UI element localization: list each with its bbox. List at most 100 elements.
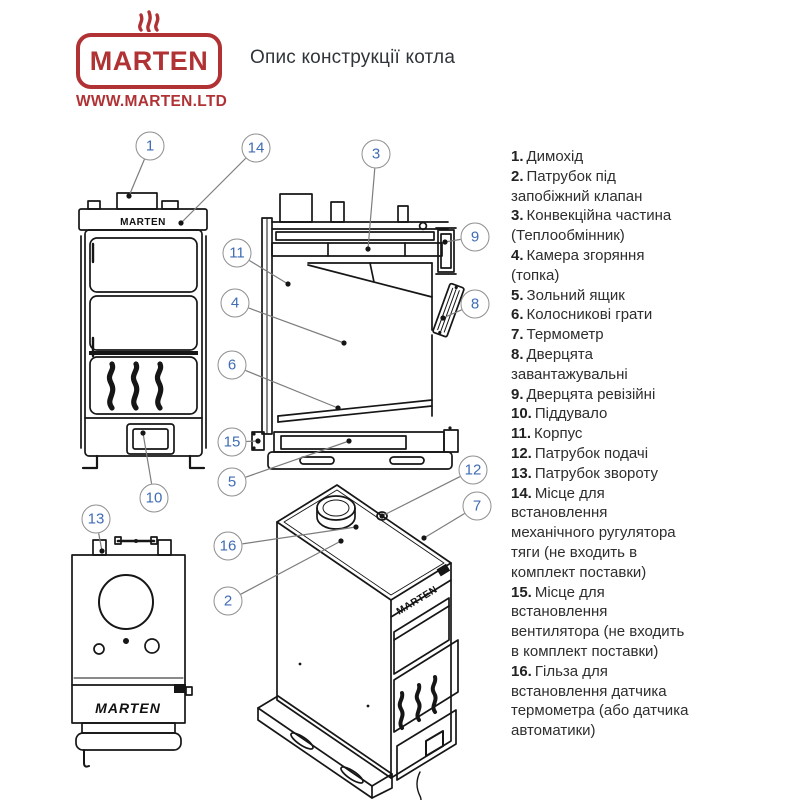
leader-line-9 bbox=[444, 238, 461, 243]
leader-line-10 bbox=[142, 432, 153, 484]
leader-dot-9 bbox=[442, 239, 448, 245]
callout-4: 4 bbox=[220, 288, 250, 318]
side-cutaway-drawing bbox=[251, 193, 465, 470]
boiler-body bbox=[84, 229, 203, 457]
callout-11: 11 bbox=[222, 238, 252, 268]
part-label: Конвекційна частина (Теплообмінник) bbox=[511, 207, 672, 245]
part-item: 2.Патрубок під запобіжний клапан bbox=[511, 167, 749, 207]
part-label: Термометр bbox=[526, 326, 604, 344]
perspective-brand-label: MARTEN bbox=[395, 584, 440, 617]
part-item: 11.Корпус bbox=[511, 424, 749, 444]
brand-name: MARTEN bbox=[89, 45, 209, 76]
part-item: 7.Термометр bbox=[511, 325, 749, 345]
page-title: Опис конструкції котла bbox=[250, 47, 456, 68]
part-item: 13.Патрубок звороту bbox=[511, 464, 749, 484]
callout-1: 1 bbox=[135, 131, 165, 161]
leader-dot-8 bbox=[440, 315, 446, 321]
leader-dot-2 bbox=[338, 538, 344, 544]
parts-list: 1.Димохід 2.Патрубок під запобіжний клап… bbox=[511, 147, 749, 741]
flame-icon bbox=[138, 10, 160, 32]
leader-line-4 bbox=[248, 307, 345, 344]
part-label: Димохід bbox=[526, 148, 584, 165]
part-item: 3.Конвекційна частина (Теплообмінник) bbox=[511, 206, 749, 246]
part-number: 4. bbox=[511, 246, 524, 264]
return-pipe-stub bbox=[92, 539, 107, 556]
rear-body bbox=[71, 554, 186, 724]
part-item: 8.Дверцята завантажувальні bbox=[511, 345, 749, 385]
leader-dot-5 bbox=[346, 438, 352, 444]
leader-dot-4 bbox=[341, 340, 347, 346]
part-item: 15.Місце для встановлення вентилятора (н… bbox=[511, 583, 749, 662]
part-number: 14. bbox=[511, 484, 532, 502]
leader-line-8 bbox=[442, 309, 462, 319]
part-item: 1.Димохід bbox=[511, 147, 749, 167]
leader-line-5 bbox=[245, 440, 350, 478]
front-view-brand-label: MARTEN bbox=[120, 217, 166, 228]
rear-view-brand-label: MARTEN bbox=[95, 700, 161, 716]
part-label: Патрубок звороту bbox=[534, 464, 658, 482]
part-number: 12. bbox=[511, 444, 532, 462]
callout-leader-lines bbox=[98, 157, 465, 595]
callout-13: 13 bbox=[81, 504, 111, 534]
leader-dot-1 bbox=[126, 193, 132, 199]
leader-dot-11 bbox=[285, 281, 291, 287]
leader-line-11 bbox=[249, 260, 289, 285]
chimney-stub bbox=[116, 192, 158, 210]
leader-line-1 bbox=[128, 159, 145, 197]
flame-cutouts-icon bbox=[106, 361, 164, 411]
flame-door bbox=[89, 356, 198, 415]
leader-dot-6 bbox=[335, 405, 341, 411]
part-number: 9. bbox=[511, 385, 524, 403]
part-item: 10.Піддувало bbox=[511, 404, 749, 424]
part-number: 10. bbox=[511, 405, 532, 423]
part-number: 2. bbox=[511, 167, 524, 185]
callout-16: 16 bbox=[213, 531, 243, 561]
part-item: 16.Гільза для встановлення датчика термо… bbox=[511, 662, 749, 741]
flue-outlet-circle bbox=[98, 574, 154, 630]
part-number: 1. bbox=[511, 148, 524, 165]
leader-dot-7 bbox=[421, 535, 427, 541]
leader-line-16 bbox=[242, 526, 357, 545]
part-label: Дверцята завантажувальні bbox=[511, 345, 628, 383]
part-label: Патрубок під запобіжний клапан bbox=[511, 167, 643, 205]
part-label: Піддувало bbox=[534, 405, 608, 423]
leader-line-14 bbox=[180, 157, 247, 224]
part-number: 7. bbox=[511, 326, 524, 344]
part-number: 16. bbox=[511, 662, 532, 680]
base-plate bbox=[267, 451, 453, 470]
part-number: 5. bbox=[511, 286, 524, 304]
part-number: 3. bbox=[511, 207, 524, 225]
part-label: Колосникові грати bbox=[526, 306, 653, 324]
part-number: 15. bbox=[511, 583, 532, 601]
top-face bbox=[276, 484, 452, 601]
callout-8: 8 bbox=[460, 289, 490, 319]
callout-12: 12 bbox=[458, 455, 488, 485]
logo-website: WWW.MARTEN.LTD bbox=[76, 93, 228, 110]
revision-door bbox=[437, 229, 455, 273]
callout-15: 15 bbox=[217, 427, 247, 457]
part-label: Патрубок подачі bbox=[534, 444, 649, 462]
part-label: Зольний ящик bbox=[526, 286, 625, 304]
leader-line-6 bbox=[245, 369, 339, 409]
callout-3: 3 bbox=[361, 139, 391, 169]
part-label: Камера згоряння (топка) bbox=[511, 246, 645, 284]
supply-pipe-hole bbox=[376, 511, 388, 521]
logo-box: MARTEN bbox=[76, 33, 222, 89]
bottom-door-3d bbox=[396, 709, 457, 781]
ashpit-door bbox=[126, 423, 175, 455]
flame-cutouts-3d bbox=[397, 675, 438, 730]
part-item: 6.Колосникові грати bbox=[511, 305, 749, 325]
leader-dot-10 bbox=[140, 430, 146, 436]
leader-line-12 bbox=[381, 476, 461, 517]
rear-view-drawing: MARTEN bbox=[71, 536, 193, 768]
marten-logo: MARTEN WWW.MARTEN.LTD bbox=[76, 8, 228, 111]
part-item: 5.Зольний ящик bbox=[511, 286, 749, 306]
leader-line-3 bbox=[367, 168, 376, 250]
part-item: 4.Камера згоряння (топка) bbox=[511, 246, 749, 286]
base-skid bbox=[257, 695, 393, 799]
grate-line bbox=[277, 399, 433, 417]
perspective-view-drawing: MARTEN bbox=[257, 484, 459, 800]
leader-dot-13 bbox=[99, 548, 105, 554]
callout-2: 2 bbox=[213, 586, 243, 616]
